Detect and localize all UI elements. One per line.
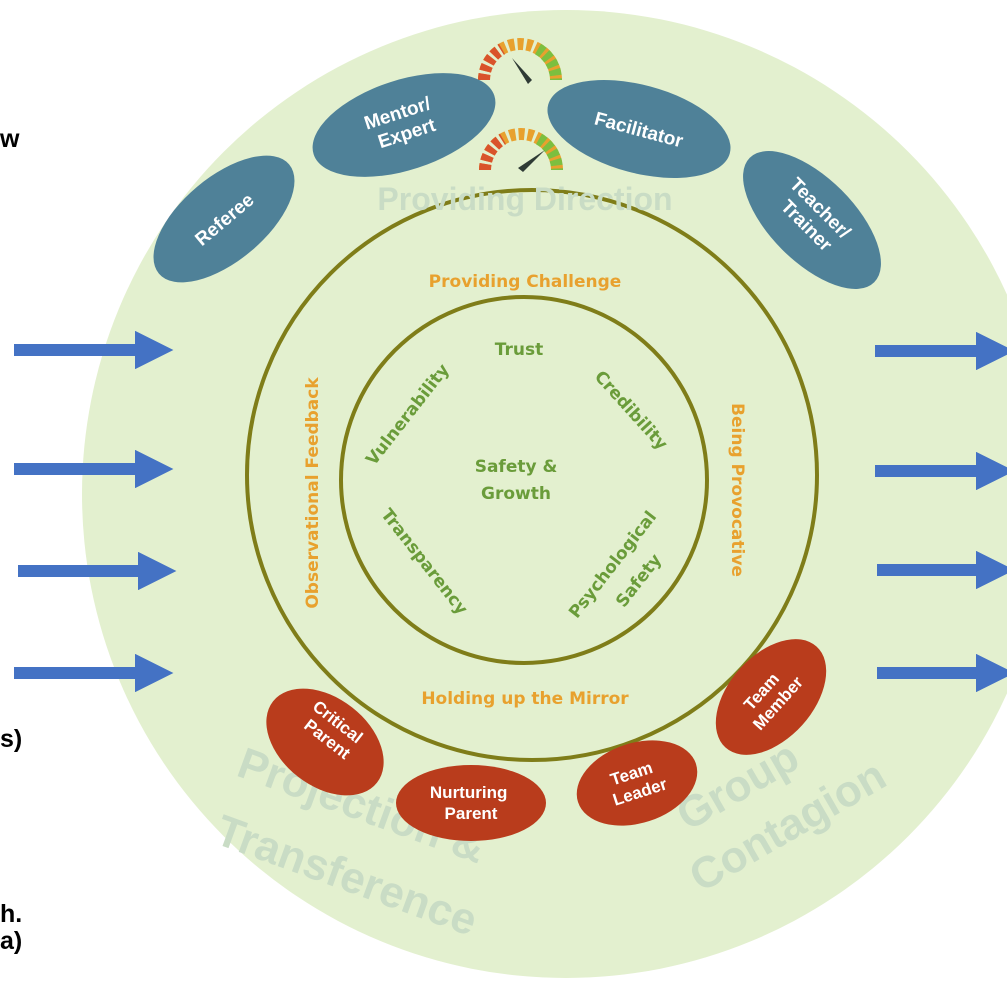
center-label-line1: Safety &	[475, 457, 558, 477]
gauge-icon	[478, 38, 562, 84]
role-critical-parent: Critical Parent	[266, 688, 384, 796]
role-nurturing-parent-label: Nurturing Parent	[430, 783, 512, 823]
edge-text-fragment: s)	[0, 725, 23, 753]
ring-label-providing-challenge: Providing Challenge	[429, 272, 622, 292]
role-mentor-expert: Mentor/ Expert	[312, 73, 496, 177]
role-facilitator: Facilitator	[547, 80, 731, 178]
ring-label-holding-mirror: Holding up the Mirror	[421, 689, 629, 709]
center-label-line2: Growth	[481, 484, 551, 504]
inner-ring	[339, 295, 709, 665]
edge-text-fragment: h.	[0, 900, 23, 928]
middle-ring	[245, 188, 819, 762]
role-team-member: Team Member	[715, 639, 827, 755]
inner-label-trust: Trust	[495, 340, 543, 360]
role-teacher-trainer: Teacher/ Trainer	[743, 151, 881, 289]
role-referee: Referee	[153, 155, 295, 283]
ring-label-observational-feedback: Observational Feedback	[303, 377, 323, 609]
edge-text-fragment: a)	[0, 927, 23, 955]
ring-label-being-provocative: Being Provocative	[727, 403, 747, 577]
role-nurturing-parent: Nurturing Parent	[396, 765, 546, 841]
gauge-icon	[479, 128, 563, 172]
role-team-leader: Team Leader	[576, 740, 698, 826]
section-label-providing-direction: Providing Direction	[377, 181, 672, 217]
edge-text-fragment: w	[0, 125, 20, 153]
